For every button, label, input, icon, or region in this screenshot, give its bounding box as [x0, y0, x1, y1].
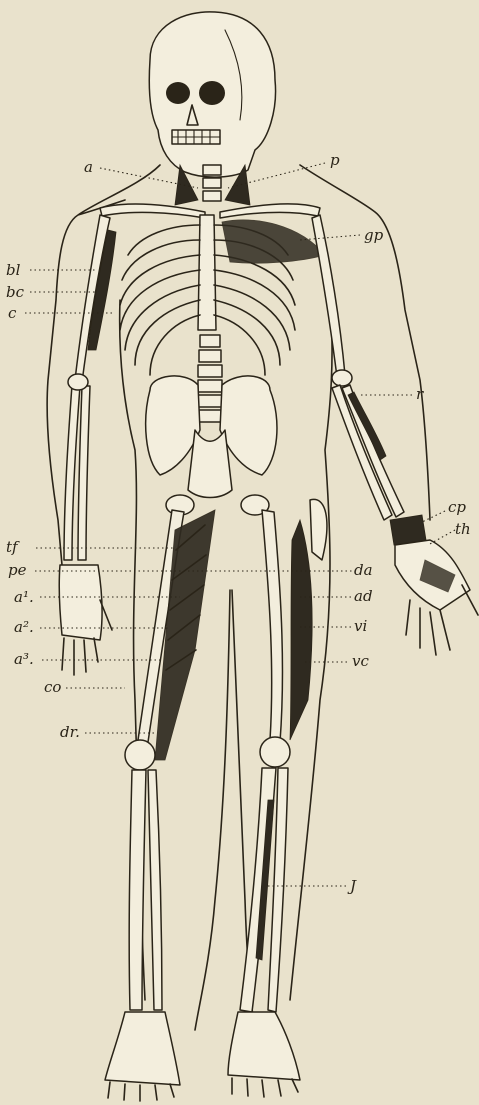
- rib-cage: [120, 215, 325, 375]
- label-th: th: [455, 520, 471, 538]
- label-vc: vc: [352, 652, 369, 670]
- lumbar-spine: [198, 335, 222, 422]
- label-cp: cp: [448, 498, 466, 516]
- label-c: c: [8, 304, 17, 322]
- label-da: da: [354, 561, 373, 579]
- label-a: a: [84, 158, 93, 176]
- left-leg-figure-right: [228, 499, 327, 1097]
- label-vi: vi: [354, 617, 367, 635]
- label-a1: a¹.: [14, 588, 34, 606]
- label-a3: a³.: [14, 650, 34, 668]
- left-arm-figure-right: [312, 215, 478, 655]
- label-co: co: [44, 678, 61, 696]
- label-bc: bc: [6, 283, 25, 301]
- label-bl: bl: [6, 261, 21, 279]
- label-a2: a².: [14, 618, 34, 636]
- label-pe: pe: [8, 561, 27, 579]
- label-r: r: [416, 385, 424, 403]
- skull: [149, 12, 275, 177]
- label-tf: tf: [6, 538, 20, 556]
- label-dr: dr.: [60, 723, 80, 741]
- label-gp: gp: [364, 226, 384, 244]
- label-ad: ad: [354, 587, 373, 605]
- right-arm-figure-left: [59, 215, 116, 675]
- label-J: J: [347, 877, 357, 895]
- label-p: p: [330, 151, 340, 169]
